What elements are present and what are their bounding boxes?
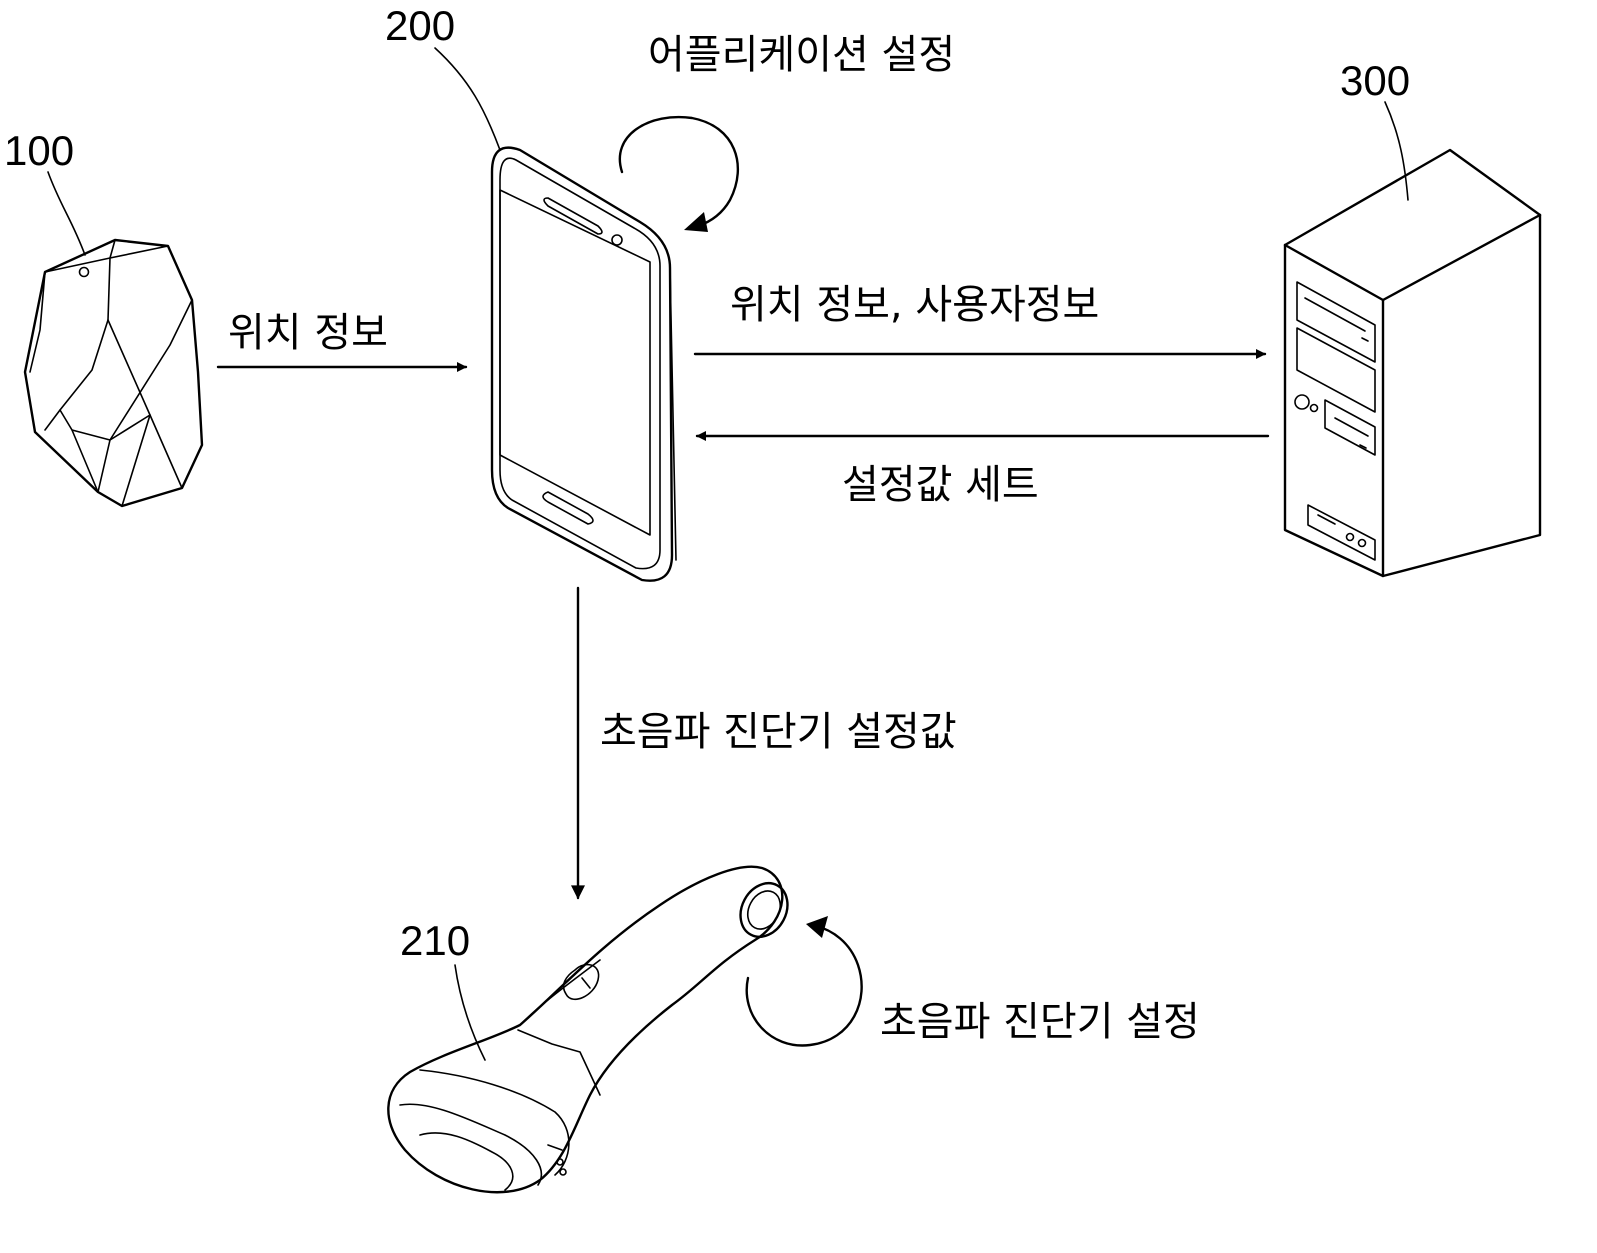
ref-300-label: 300: [1340, 57, 1410, 104]
ultrasound-settings-label: 초음파 진단기 설정: [880, 999, 1200, 1045]
app-settings-rotation-arrow-icon: [620, 117, 738, 232]
ultrasound-probe-icon: [388, 867, 796, 1192]
location-info-label: 위치 정보: [228, 310, 388, 356]
ref-100-label: 100: [4, 127, 74, 174]
ultrasound-settings-value-label: 초음파 진단기 설정값: [600, 709, 957, 755]
app-settings-label: 어플리케이션 설정: [648, 32, 955, 78]
smartphone-icon: [492, 148, 676, 581]
leader-line-100: [48, 172, 85, 255]
settings-set-label: 설정값 세트: [842, 462, 1039, 508]
location-user-info-label: 위치 정보, 사용자정보: [730, 282, 1099, 328]
ref-210-label: 210: [400, 917, 470, 964]
server-tower-icon: [1285, 150, 1540, 576]
ref-200-label: 200: [385, 2, 455, 49]
leader-line-200: [435, 48, 500, 150]
beacon-device-icon: [25, 240, 202, 506]
